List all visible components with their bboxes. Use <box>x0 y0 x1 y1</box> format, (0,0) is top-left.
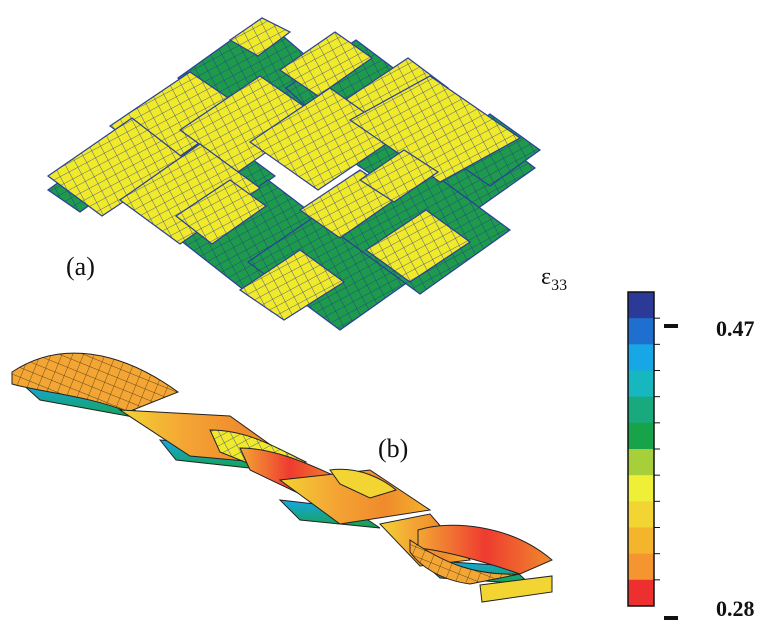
yarn-underside <box>18 381 553 603</box>
max-tick-mark <box>664 324 678 328</box>
colorbar-segment <box>628 292 654 319</box>
colorbar-segment <box>628 527 654 555</box>
strain-subscript: 33 <box>551 276 568 294</box>
colorbar-segment <box>628 370 654 398</box>
colorbar-max-label: 0.47 <box>716 316 755 341</box>
yarn-upper-surface <box>11 352 553 585</box>
strain-colorbar <box>627 291 678 620</box>
colorbar-min-label: 0.28 <box>716 596 755 621</box>
colorbar-frame <box>627 291 655 607</box>
strain-symbol: ε <box>541 264 552 290</box>
colorbar-segment <box>628 344 654 371</box>
colorbar-segment <box>628 318 654 345</box>
woven-fabric-panel <box>46 17 542 331</box>
min-tick-mark <box>664 616 678 620</box>
colorbar-segment <box>628 501 654 528</box>
colorbar-segment <box>628 449 654 476</box>
warp-yarns <box>46 17 522 321</box>
colorbar-segment <box>628 579 654 607</box>
colorbar-segment <box>628 475 654 502</box>
panel-b-label: (b) <box>378 434 409 463</box>
yarn-strain-panel <box>11 352 553 603</box>
colorbar-segment <box>628 396 654 424</box>
colorbar-title: ε33 <box>541 264 567 295</box>
panel-a-label: (a) <box>66 252 95 281</box>
colorbar-segment <box>628 422 654 450</box>
colorbar-segments <box>628 292 660 607</box>
colorbar-segment <box>628 553 654 581</box>
